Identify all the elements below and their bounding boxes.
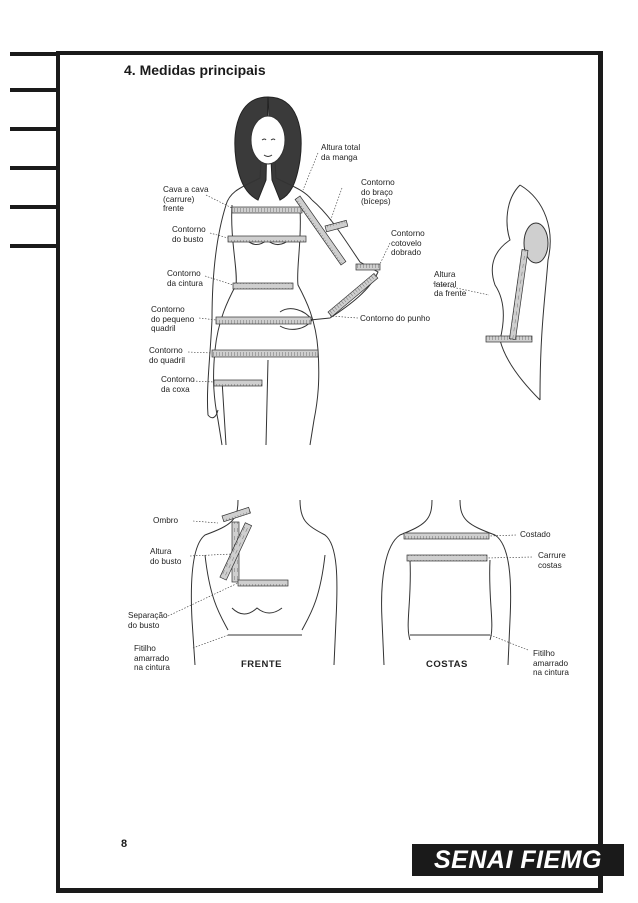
label-ombro: Ombro — [153, 516, 178, 526]
label-contorno-cintura: Contorno da cintura — [167, 269, 203, 288]
label-pequeno-quadril: Contorno do pequeno quadril — [151, 305, 194, 334]
page-number: 8 — [121, 838, 127, 850]
label-frente: FRENTE — [241, 660, 282, 670]
label-contorno-quadril: Contorno do quadril — [149, 346, 185, 365]
label-contorno-coxa: Contorno da coxa — [161, 375, 195, 394]
label-fitilho-frente: Fitilho amarrado na cintura — [134, 644, 170, 673]
label-altura-manga: Altura total da manga — [321, 143, 360, 162]
label-altura-busto: Altura do busto — [150, 547, 181, 566]
label-carrure-costas: Carrure costas — [538, 551, 566, 570]
senai-fiemg-logo: SENAI FIEMG — [412, 844, 624, 876]
label-contorno-busto: Contorno do busto — [172, 225, 206, 244]
label-contorno-cotovelo: Contorno cotovelo dobrado — [391, 229, 425, 258]
label-contorno-braco: Contorno do braço (bíceps) — [361, 178, 395, 207]
label-contorno-punho: Contorno do punho — [360, 314, 430, 324]
label-fitilho-costas: Fitilho amarrado na cintura — [533, 649, 569, 678]
label-altura-lateral: Altura lateral da frente — [434, 270, 466, 299]
label-separacao-busto: Separação do busto — [128, 611, 168, 630]
label-cava-a-cava: Cava a cava (carrure) frente — [163, 185, 209, 214]
label-costas: COSTAS — [426, 660, 468, 670]
label-costado: Costado — [520, 530, 551, 540]
